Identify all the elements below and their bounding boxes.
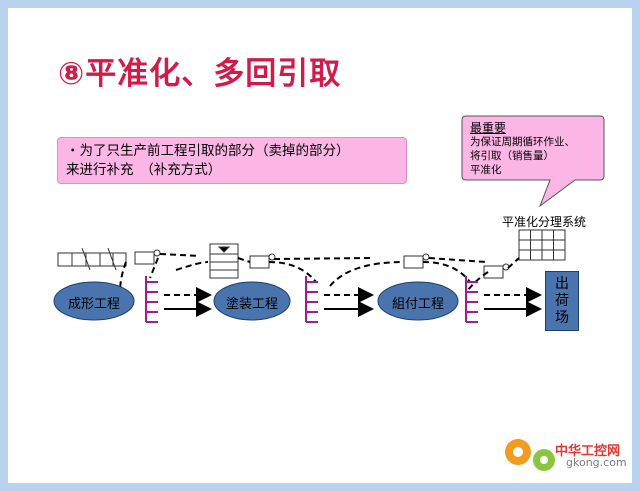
gear-icon (505, 439, 555, 471)
kanban-flow-lines (119, 253, 520, 293)
process-label-assembly: 組付工程 (391, 297, 444, 312)
callout-bubble (461, 115, 605, 208)
shipping-box: 出 荷 场 (545, 271, 579, 331)
kanban-rack-icon (209, 243, 239, 279)
callout-heading: 最重要 (470, 121, 507, 135)
callout-line-3: 平准化 (470, 164, 502, 176)
callout-line-1: 为保证周期循环作业、 (470, 136, 575, 148)
shipping-char-1: 出 (555, 276, 569, 292)
note-box: ・为了只生产前工程引取的部分（卖掉的部分） 来进行补充 （补充方式） (57, 137, 407, 184)
note-line-1: ・为了只生产前工程引取的部分（卖掉的部分） (66, 143, 350, 159)
note-line-2: 来进行补充 （补充方式） (66, 162, 222, 178)
kanban-card-icon (134, 249, 510, 279)
process-ellipses (53, 281, 459, 321)
callout-text: 最重要 为保证周期循环作业、 将引取（销售量） 平准化 (470, 121, 598, 177)
post-card-icon (57, 247, 127, 271)
watermark-site: gkong.com (566, 456, 627, 469)
shipping-char-2: 荷 (555, 293, 569, 309)
heijunka-box-icon (518, 229, 566, 261)
callout-line-2: 将引取（销售量） (470, 150, 554, 162)
process-label-painting: 塗装工程 (225, 297, 278, 312)
system-label: 平准化分理系统 (502, 215, 587, 229)
shipping-label: 出 荷 场 (546, 276, 578, 327)
store-shelf-icon (145, 276, 478, 323)
watermark-brand: 中华工控网 (555, 444, 621, 459)
slide-title: ⑧平准化、多回引取 (58, 56, 342, 92)
process-label-forming: 成形工程 (67, 297, 120, 312)
shipping-char-3: 场 (555, 310, 569, 326)
